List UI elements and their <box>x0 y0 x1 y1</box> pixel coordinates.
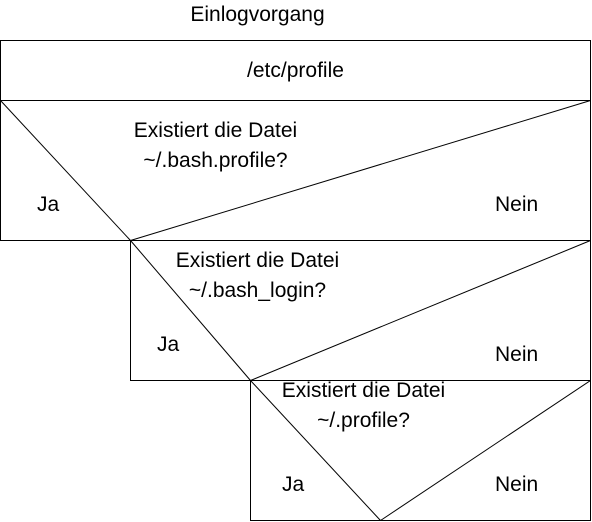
decision-1-condition-line2: ~/.bash.profile? <box>143 149 288 172</box>
decision-1-condition: Existiert die Datei ~/.bash.profile? <box>118 116 313 176</box>
decision-1-yes-diagonal <box>0 100 131 241</box>
decision-2-condition: Existiert die Datei ~/.bash_login? <box>160 246 355 306</box>
decision-3-no-label: Nein <box>495 473 539 496</box>
decision-1-yes-label: Ja <box>37 193 60 216</box>
decision-3-box <box>250 380 591 521</box>
decision-3-condition-line1: Existiert die Datei <box>281 379 446 402</box>
decision-1-no-diagonal <box>130 100 591 241</box>
decision-2-condition-line1: Existiert die Datei <box>175 249 340 272</box>
diagram-title: Einlogvorgang <box>190 3 325 26</box>
decision-3-yes-label: Ja <box>282 473 305 496</box>
decision-2-condition-line2: ~/.bash_login? <box>188 279 327 302</box>
statement-label: /etc/profile <box>247 59 344 82</box>
decision-2-yes-label: Ja <box>157 333 180 356</box>
decision-2-no-diagonal <box>250 240 591 381</box>
decision-3-condition-line2: ~/.profile? <box>317 409 410 432</box>
decision-3-no-diagonal <box>380 380 591 521</box>
decision-1-condition-line1: Existiert die Datei <box>133 119 298 142</box>
decision-3-condition: Existiert die Datei ~/.profile? <box>266 376 461 436</box>
decision-3-yes-diagonal <box>250 380 381 521</box>
decision-2-yes-diagonal <box>130 240 251 381</box>
decision-2-no-label: Nein <box>495 343 539 366</box>
decision-1-no-label: Nein <box>495 193 539 216</box>
